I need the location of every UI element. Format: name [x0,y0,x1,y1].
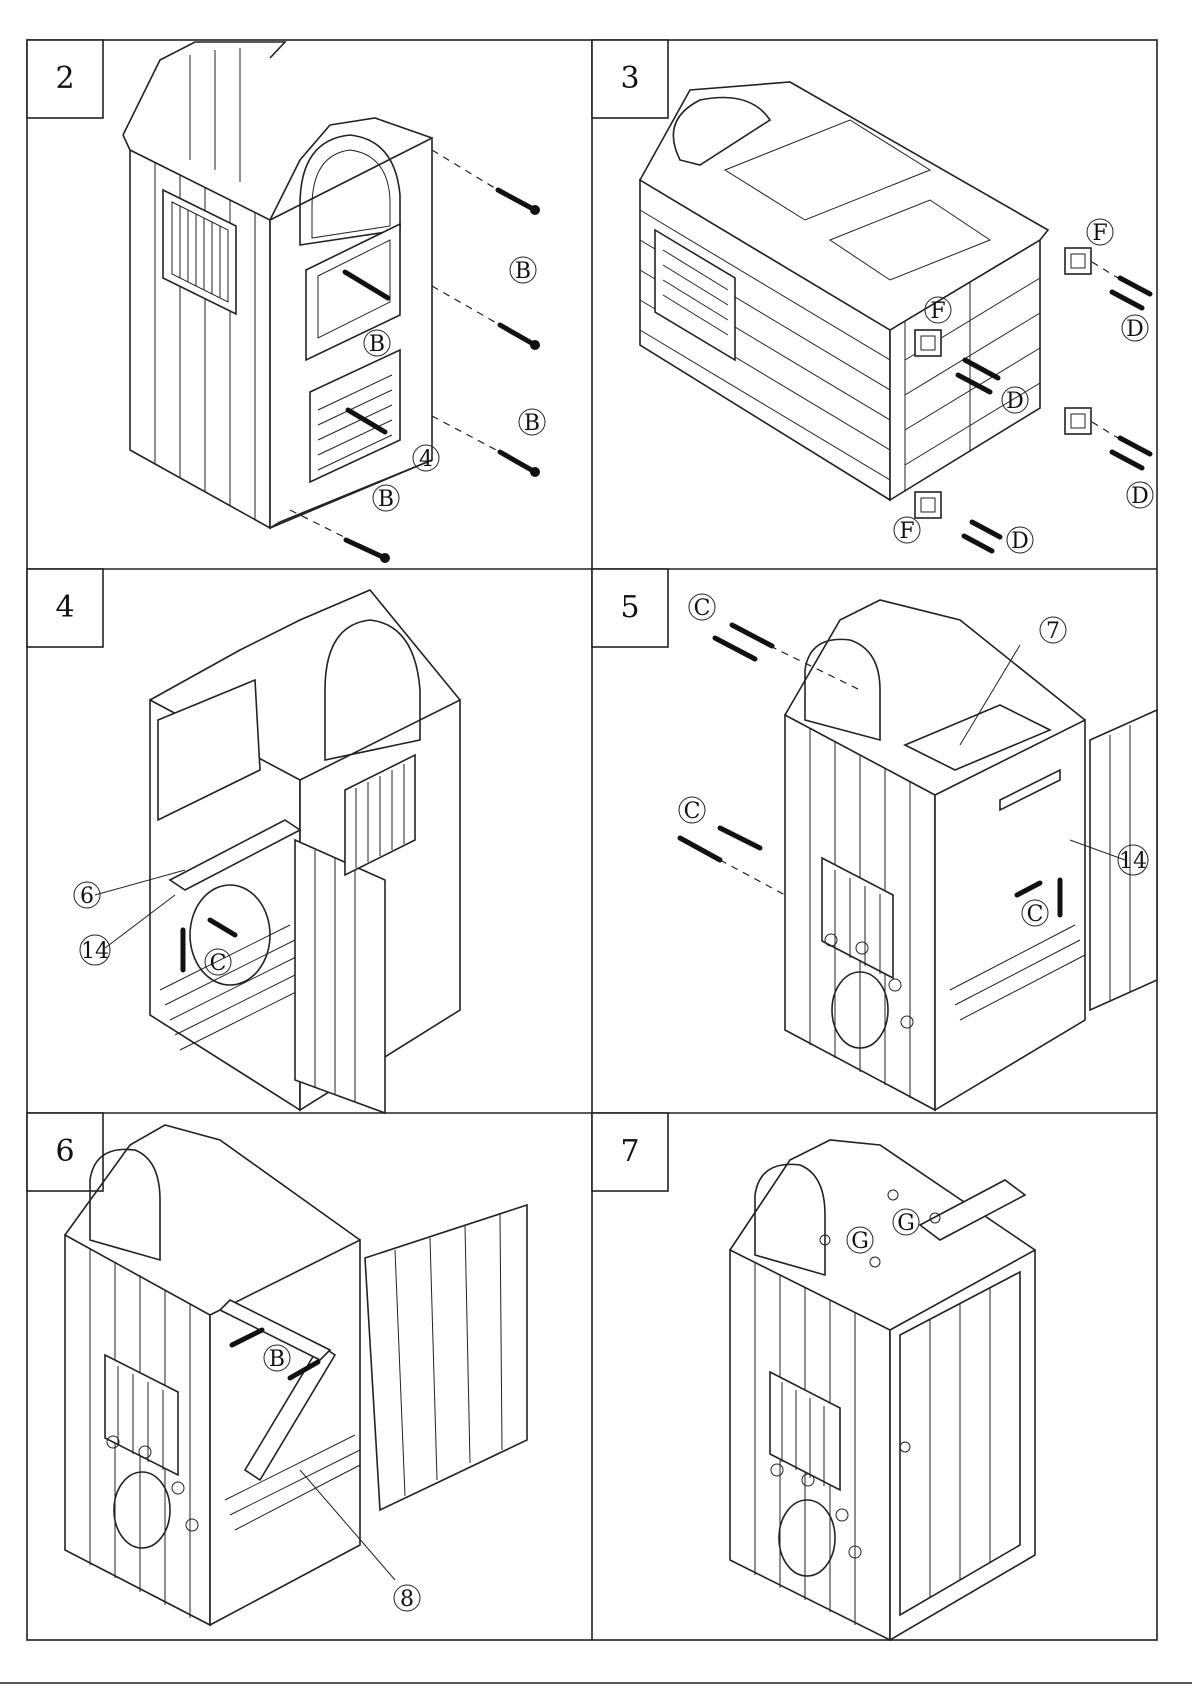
callout-part-7: 7 [1040,617,1066,644]
svg-text:D: D [1126,317,1144,342]
callout-part-14: 14 [80,935,110,965]
callout-b: B [373,485,399,512]
foot-block-icon [1065,248,1091,274]
callout-b: B [510,257,536,284]
callout-g: G [893,1209,919,1236]
svg-text:C: C [210,951,227,976]
cabinet-lying-drawing [640,82,1048,500]
svg-text:D: D [1011,529,1029,554]
screw-icon [680,828,760,860]
screw-icon [1112,438,1150,468]
screw-icon [1112,278,1150,308]
svg-text:B: B [369,332,385,357]
callout-part-8: 8 [394,1585,420,1612]
screw-icon [500,325,540,350]
callout-c: C [679,797,705,824]
step-number: 7 [620,1134,639,1169]
screw-icon [498,190,540,215]
svg-text:B: B [378,487,394,512]
svg-text:C: C [694,596,711,621]
cabinet-drawing [123,42,432,528]
svg-text:G: G [851,1229,869,1254]
callout-d: D [1122,315,1148,342]
cabinet-brace-drawing [65,1125,527,1625]
svg-text:C: C [1027,902,1044,927]
callout-f: F [894,517,920,544]
panel-step-2: 2 [27,40,545,563]
callout-b: B [519,409,545,436]
screw-icon [500,452,540,477]
svg-text:F: F [930,299,945,324]
callout-g: G [847,1227,873,1254]
callout-part-6: 6 [74,882,100,909]
foot-block-icon [915,492,941,518]
svg-text:D: D [1131,484,1149,509]
screw-icon [715,625,772,659]
svg-text:B: B [269,1347,285,1372]
svg-text:7: 7 [1046,619,1060,644]
callout-c: C [689,594,715,621]
svg-text:F: F [1092,221,1107,246]
foot-block-icon [1065,408,1091,434]
cabinet-shelf-drawing [785,600,1157,1110]
screw-icon [346,540,390,563]
svg-text:D: D [1006,389,1024,414]
callout-d: D [1127,482,1153,509]
foot-block-icon [915,330,941,356]
cabinet-open-door-drawing [150,590,460,1113]
callout-d: D [1007,527,1033,554]
step-number: 3 [620,61,639,96]
svg-text:C: C [684,799,701,824]
step-number: 4 [55,590,74,625]
svg-text:B: B [515,259,531,284]
step-number: 6 [55,1134,74,1169]
panel-step-4: 4 6 14 [27,569,460,1113]
svg-text:G: G [897,1211,915,1236]
svg-text:14: 14 [1119,849,1147,874]
cabinet-closed-drawing [730,1140,1035,1640]
svg-text:14: 14 [81,939,109,964]
panel-step-7: 7 G G [592,1113,1035,1640]
panel-step-3: 3 [592,40,1153,554]
panel-step-5: 5 C [592,569,1157,1110]
step-number: 2 [55,61,74,96]
screw-icon [964,522,1000,551]
svg-text:8: 8 [400,1587,414,1612]
callout-f: F [1087,219,1113,246]
callout-part-14: 14 [1118,845,1148,875]
svg-text:B: B [524,411,540,436]
step-number: 5 [620,590,639,625]
hook-icon [888,1190,898,1200]
svg-text:6: 6 [80,884,94,909]
panel-step-6: 6 B 8 [27,1113,527,1625]
hook-icon [870,1257,880,1267]
svg-text:F: F [899,519,914,544]
svg-text:4: 4 [419,447,433,472]
